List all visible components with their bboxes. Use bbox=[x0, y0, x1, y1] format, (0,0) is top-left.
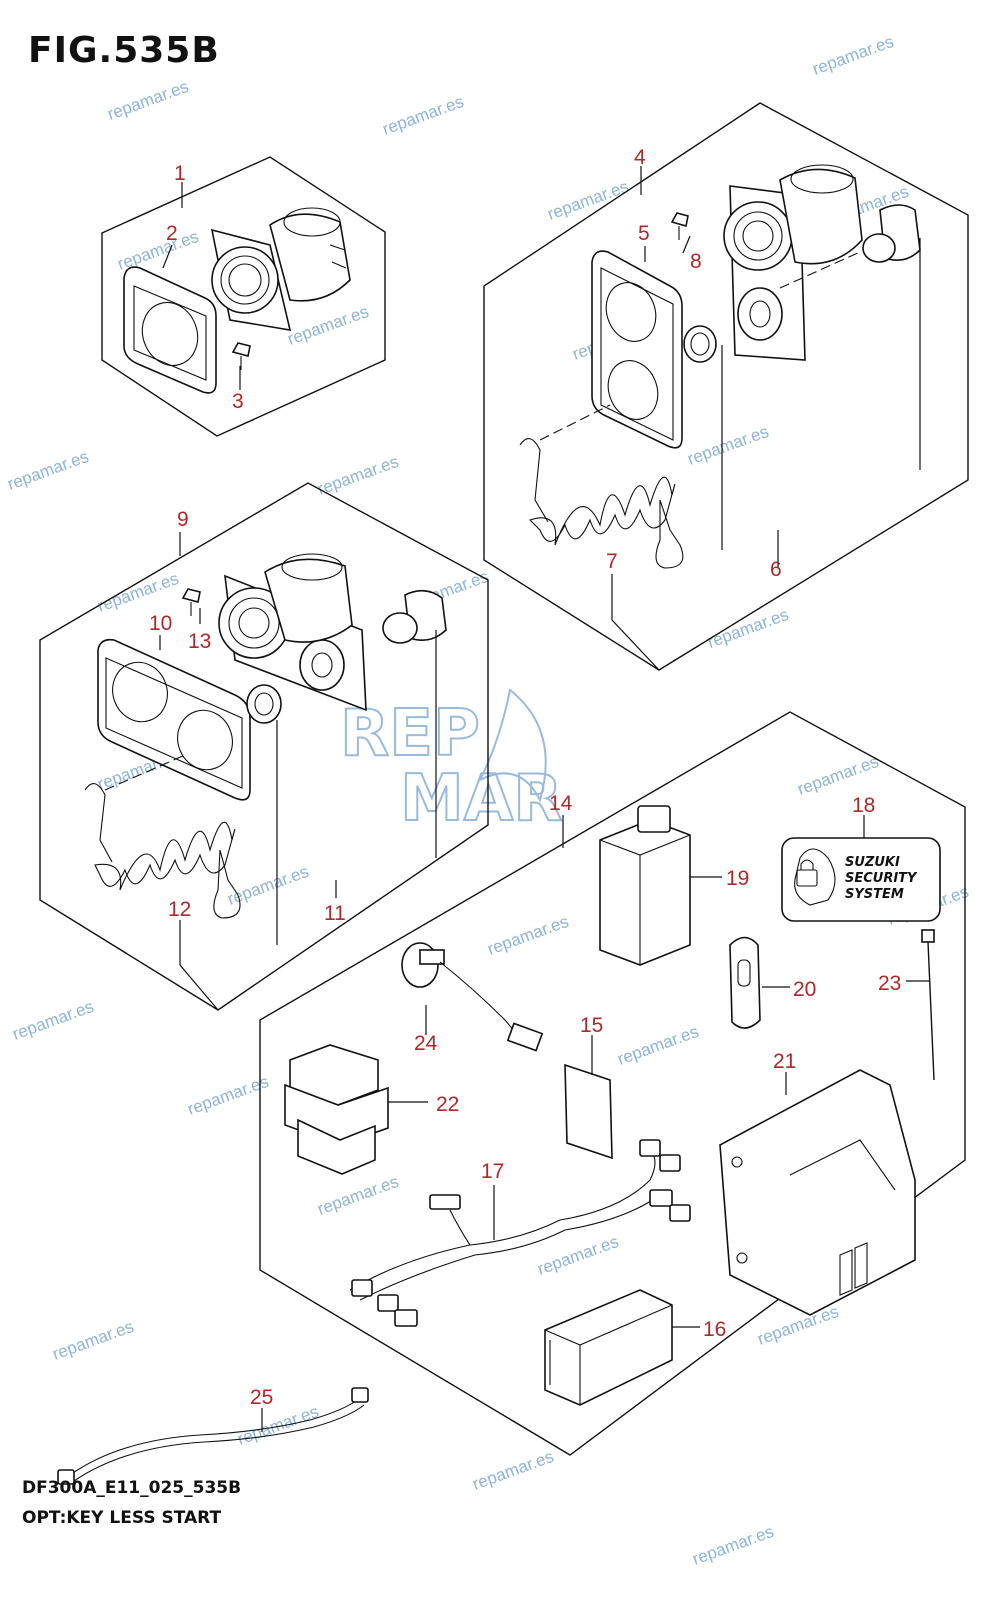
callout-8: 8 bbox=[690, 250, 702, 273]
callout-9: 9 bbox=[177, 508, 189, 531]
watermark: repamar.es bbox=[50, 1317, 136, 1364]
security-label-line1: SUZUKI bbox=[845, 855, 900, 870]
callout-3: 3 bbox=[232, 390, 244, 413]
watermark: repamar.es bbox=[795, 752, 881, 799]
callout-18: 18 bbox=[852, 794, 875, 817]
watermark: repamar.es bbox=[685, 422, 771, 469]
callout-17: 17 bbox=[481, 1160, 504, 1183]
callout-4: 4 bbox=[634, 146, 646, 169]
keyless-start-kit: SUZUKI SECURITY SYSTEM bbox=[284, 805, 941, 1406]
callout-19: 19 bbox=[726, 867, 749, 890]
group-14-frame bbox=[259, 711, 966, 1456]
watermark: repamar.es bbox=[810, 32, 896, 79]
model-code: DF300A_E11_025_535B bbox=[22, 1478, 242, 1498]
watermark: repamar.es bbox=[225, 862, 311, 909]
watermark: repamar.es bbox=[5, 447, 91, 494]
callout-15: 15 bbox=[580, 1014, 603, 1037]
security-label-line3: SYSTEM bbox=[845, 887, 904, 902]
callout-numbers: 1 2 3 4 5 6 7 8 9 10 11 12 13 14 15 16 1… bbox=[149, 146, 901, 1409]
figure-title: FIG.535B bbox=[28, 30, 220, 71]
callout-25: 25 bbox=[250, 1386, 273, 1409]
callout-12: 12 bbox=[168, 898, 191, 921]
callout-1: 1 bbox=[174, 162, 186, 185]
leader-lines bbox=[159, 166, 930, 1432]
callout-20: 20 bbox=[793, 978, 816, 1001]
switch-assembly-1 bbox=[123, 207, 351, 394]
group-1-frame bbox=[101, 156, 386, 437]
watermark: repamar.es bbox=[485, 912, 571, 959]
switch-assembly-4 bbox=[519, 164, 921, 569]
switch-assembly-9 bbox=[84, 553, 447, 919]
callout-10: 10 bbox=[149, 612, 172, 635]
callout-5: 5 bbox=[638, 222, 650, 245]
section-name: OPT:KEY LESS START bbox=[22, 1508, 222, 1528]
group-frames bbox=[39, 102, 969, 1456]
callout-14: 14 bbox=[549, 792, 573, 815]
repamar-logo: REP MAR bbox=[339, 688, 564, 837]
watermark: repamar.es bbox=[95, 569, 181, 616]
callout-6: 6 bbox=[770, 558, 782, 581]
watermark: repamar.es bbox=[315, 452, 401, 499]
watermark: repamar.es bbox=[235, 1402, 321, 1449]
callout-13: 13 bbox=[188, 630, 211, 653]
group-4-frame bbox=[483, 102, 969, 671]
callout-7: 7 bbox=[606, 550, 618, 573]
group-9-frame bbox=[39, 482, 489, 1011]
callout-21: 21 bbox=[773, 1050, 796, 1073]
callout-2: 2 bbox=[166, 222, 178, 245]
watermark: repamar.es bbox=[115, 227, 201, 274]
wire-25 bbox=[57, 1387, 369, 1485]
logo-bottom: MAR bbox=[400, 762, 563, 836]
watermark: repamar.es bbox=[185, 1072, 271, 1119]
callout-16: 16 bbox=[703, 1318, 726, 1341]
callout-23: 23 bbox=[878, 972, 901, 995]
callout-11: 11 bbox=[324, 902, 346, 925]
watermark: repamar.es bbox=[285, 302, 371, 349]
watermark: repamar.es bbox=[105, 77, 191, 124]
watermark: repamar.es bbox=[705, 605, 791, 652]
watermark: repamar.es bbox=[615, 1022, 701, 1069]
watermark: repamar.es bbox=[380, 92, 466, 139]
callout-22: 22 bbox=[436, 1093, 459, 1116]
watermark: repamar.es bbox=[315, 1172, 401, 1219]
security-label-line2: SECURITY bbox=[845, 871, 918, 886]
watermark: repamar.es bbox=[535, 1232, 621, 1279]
callout-24: 24 bbox=[414, 1032, 438, 1055]
watermark: repamar.es bbox=[10, 997, 96, 1044]
watermark: repamar.es bbox=[690, 1522, 776, 1569]
watermark: repamar.es bbox=[470, 1447, 556, 1494]
